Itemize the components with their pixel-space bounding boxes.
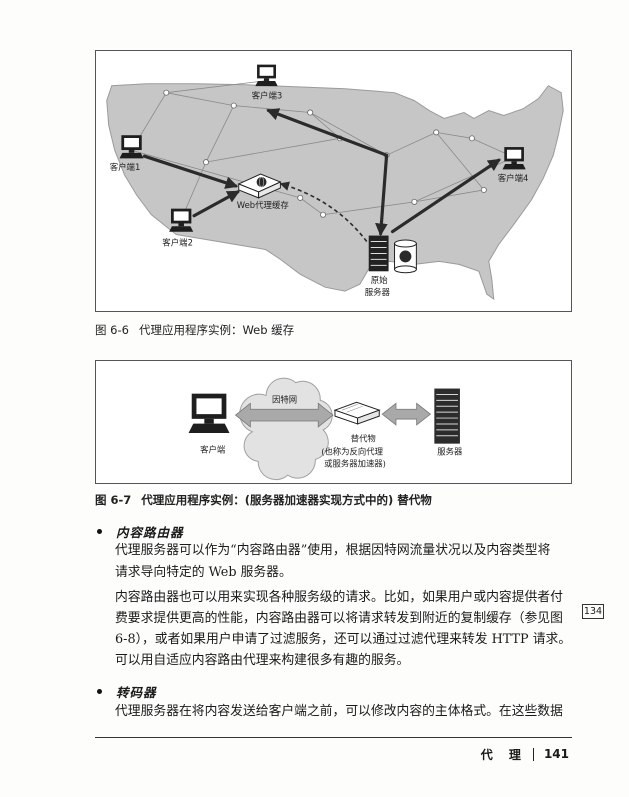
network-link [435,132,485,191]
surrogate-label-line2: (也称为反向代理 [321,446,383,456]
router-node [320,211,327,218]
disk-storage-icon [394,239,417,274]
surrogate-device-icon [333,401,381,425]
web-cache-map-svg: 客户端3 客户端1 客户端4 客户端2 Web代理缓存 原始 服务器 [106,64,564,301]
us-map-shape [106,83,564,301]
network-link [436,131,473,139]
router-node [163,89,170,96]
traffic-arrows [142,108,501,237]
paragraph-line: 费要求提供更高的性能，内容路由器可以将请求转发到附近的复制缓存（参见图 [115,611,563,626]
origin-server-icon [368,235,389,272]
section-heading-text: 转码器 [116,685,157,700]
client2-to-proxy-arrow [192,190,240,218]
paragraph-line: 代理服务器在将内容发送给客户端之前，可以修改内容的主体格式。在这些数据 [115,704,563,719]
web-proxy-cache-device-icon [237,173,282,199]
origin-server-label-line1: 原始 [371,275,388,285]
server-to-client4-arrow [390,158,501,234]
bullet-icon [97,529,102,534]
proxy-cache-label: Web代理缓存 [237,200,290,210]
figure-6-7-caption-number: 图 6-7 [95,493,132,507]
figure-6-7-caption-title: 代理应用程序实例：(服务器加速器实现方式中的) 替代物 [141,493,432,507]
server-label: 服务器 [437,446,463,456]
section-heading-text: 内容路由器 [116,525,184,540]
router-node [468,135,475,142]
network-link [323,201,415,216]
footer-chapter-title: 代 理 [480,747,527,762]
figure-6-6-caption-title: 代理应用程序实例：Web 缓存 [138,323,295,337]
router-node [307,109,314,116]
surrogate-label-line1: 替代物 [351,434,376,444]
client1-computer-icon [119,135,144,159]
paragraph-line: 可以用自适应内容路由代理来构建很多有趣的服务。 [115,653,410,668]
page-number: 141 [543,747,569,761]
network-link [205,105,235,163]
client-computer-icon [188,393,230,434]
footer-rule [95,737,572,738]
network-link [166,80,266,94]
router-node [433,129,440,136]
router-node [203,159,209,166]
figure-6-6-caption-number: 图 6-6 [95,323,129,337]
internet-cloud-icon [239,377,333,481]
internet-label: 因特网 [272,394,297,404]
client-surrogate-double-arrow [234,402,334,428]
network-link [205,137,341,163]
globe-icon [256,177,267,187]
surrogate-label-line3: 或服务器加速器) [324,458,386,468]
router-node [480,186,487,193]
figure-6-6-caption: 图 6-6 代理应用程序实例：Web 缓存 [95,322,294,338]
client1-to-proxy-arrow [142,154,239,189]
figure-6-6-web-cache-diagram: 客户端3 客户端1 客户端4 客户端2 Web代理缓存 原始 服务器 [95,50,572,312]
paragraph-line: 6-8），或者如果用户申请了过滤服务，还可以通过过滤代理来转发 HTTP 请求。 [115,632,572,647]
figure-6-7-caption: 图 6-7 代理应用程序实例：(服务器加速器实现方式中的) 替代物 [95,492,432,508]
network-link [309,112,387,156]
paragraph-line: 请求导向特定的 Web 服务器。 [115,565,292,580]
client1-label: 客户端1 [110,162,141,172]
client3-computer-icon [255,64,278,87]
network-link [300,197,324,216]
paragraph-line: 代理服务器可以作为“内容路由器”使用，根据因特网流量状况以及内容类型将 [115,543,551,558]
figure-6-7-surrogate-diagram: 因特网 客户端 替代物 (也称为反向代理 或服务器加速器) [95,360,572,484]
network-link [166,92,234,106]
globe-icon [399,250,412,263]
server-tower-icon [434,388,460,444]
original-page-number-margin-note: 134 [582,604,604,619]
paragraph-line: 内容路由器也可以用来实现各种服务级的请求。比如，如果用户或内容提供者付 [115,590,563,605]
router-node [230,102,237,109]
client4-computer-icon [502,147,526,170]
bullet-icon [97,689,102,694]
router-node [297,194,304,201]
client2-label: 客户端2 [162,238,193,248]
client4-label: 客户端4 [498,173,529,183]
surrogate-server-double-arrow [381,402,432,426]
page-footer: 代 理 141 [481,745,569,763]
client3-label: 客户端3 [252,91,283,101]
network-link [414,189,484,203]
footer-separator [532,747,534,761]
to-client3-arrow [266,108,389,157]
server-to-proxy-dashed-arrow [279,181,368,243]
router-node [411,198,418,205]
to-origin-server-arrow [375,153,389,237]
origin-server-label-line2: 服务器 [365,287,391,297]
client-label: 客户端 [200,445,225,455]
client2-computer-icon [169,208,194,232]
surrogate-diagram-svg: 因特网 客户端 替代物 (也称为反向代理 或服务器加速器) [188,377,463,481]
network-link [386,132,437,156]
